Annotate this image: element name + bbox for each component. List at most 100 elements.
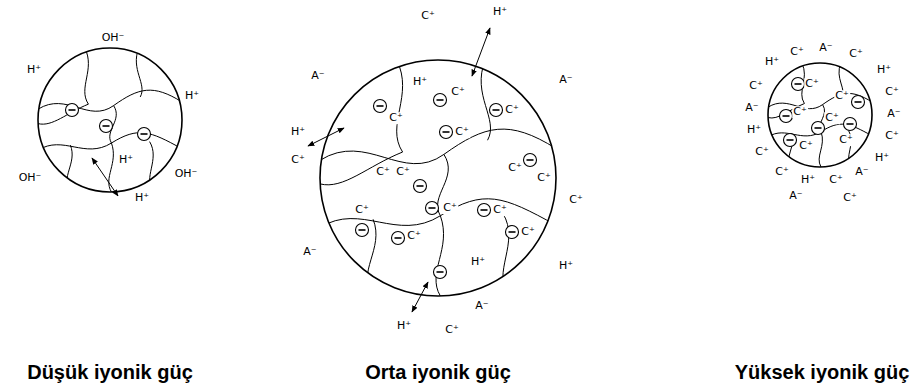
ion-label: C⁺ — [884, 86, 900, 98]
fixed-charge-symbol — [440, 126, 453, 139]
ion-label: C⁺ — [798, 140, 814, 152]
polymer-chain — [320, 129, 556, 164]
fixed-charge-symbol — [392, 232, 405, 245]
ionic-strength-caption: Yüksek iyonik güç — [735, 362, 910, 382]
ion-label: H⁺ — [746, 124, 762, 136]
ion-label: OH⁻ — [101, 32, 126, 44]
ion-label: C⁺ — [842, 192, 858, 204]
ion-label: H⁺ — [118, 154, 134, 166]
ion-label: H⁺ — [396, 320, 412, 332]
fixed-charge-symbol — [434, 266, 447, 279]
ion-label: C⁺ — [828, 174, 844, 186]
ion-label: H⁺ — [412, 76, 428, 88]
fixed-charge-symbol — [66, 104, 79, 117]
ionic-strength-caption: Düşük iyonik güç — [27, 362, 193, 382]
gel-particle: Orta iyonik güç — [320, 60, 556, 296]
particle-border — [320, 60, 556, 296]
fixed-charge-symbol — [490, 104, 503, 117]
ion-label: C⁺ — [507, 162, 523, 174]
ion-label: H⁺ — [764, 56, 780, 68]
ion-label: C⁺ — [520, 226, 536, 238]
ionic-strength-caption: Orta iyonik güç — [365, 362, 511, 382]
ion-label: C⁺ — [420, 10, 436, 22]
ion-label: C⁺ — [406, 230, 422, 242]
particle-outline — [38, 48, 182, 192]
ion-label: A⁻ — [310, 70, 325, 82]
ion-label: H⁺ — [290, 126, 306, 138]
ion-label: C⁺ — [444, 324, 460, 336]
ion-label: C⁺ — [848, 48, 864, 60]
polymer-chain — [320, 152, 403, 185]
gel-particle: Düşük iyonik güç — [38, 48, 182, 192]
ion-label: A⁻ — [302, 246, 317, 258]
ion-label: H⁺ — [800, 174, 816, 186]
ion-label: C⁺ — [774, 166, 790, 178]
polymer-chain — [150, 142, 154, 192]
ion-label: A⁻ — [788, 190, 803, 202]
ion-label: C⁺ — [884, 130, 900, 142]
ion-label: H⁺ — [874, 152, 890, 164]
ion-label: C⁺ — [838, 134, 854, 146]
ion-label: C⁺ — [492, 204, 508, 216]
ion-label: H⁺ — [184, 90, 200, 102]
polymer-chain — [85, 48, 89, 104]
ion-label: H⁺ — [26, 64, 42, 76]
ion-label: H⁺ — [492, 6, 508, 18]
ion-label: A⁻ — [818, 42, 833, 54]
ion-label: C⁺ — [804, 78, 820, 90]
fixed-charge-symbol — [100, 120, 113, 133]
fixed-charge-symbol — [784, 134, 797, 147]
particle-border — [768, 63, 872, 167]
ion-label: A⁻ — [744, 102, 759, 114]
polymer-chain — [397, 60, 403, 152]
ion-label: C⁺ — [388, 112, 404, 124]
fixed-charge-symbol — [374, 100, 387, 113]
particle-outline — [320, 60, 556, 296]
polymer-chain — [320, 199, 556, 228]
ion-label: H⁺ — [134, 192, 150, 204]
polymer-chain — [109, 143, 114, 192]
ion-label: H⁺ — [558, 260, 574, 272]
gel-particle: Yüksek iyonik güç — [768, 63, 872, 167]
fixed-charge-symbol — [356, 224, 369, 237]
ion-label: C⁺ — [442, 202, 458, 214]
particle-border — [38, 48, 182, 192]
fixed-charge-symbol — [524, 154, 537, 167]
fixed-charge-symbol — [506, 226, 519, 239]
ion-label: A⁻ — [886, 108, 901, 120]
ion-label: C⁺ — [748, 80, 764, 92]
ion-label: H⁺ — [876, 64, 892, 76]
ion-label: H⁺ — [470, 256, 486, 268]
ion-label: C⁺ — [834, 90, 850, 102]
polymer-chain — [768, 93, 872, 108]
ion-label: OH⁻ — [174, 168, 199, 180]
ion-label: C⁺ — [792, 106, 808, 118]
ion-label: C⁺ — [536, 172, 552, 184]
polymer-chain — [38, 104, 88, 124]
fixed-charge-symbol — [434, 94, 447, 107]
ion-label: C⁺ — [568, 194, 584, 206]
polymer-chain — [38, 90, 182, 111]
ion-label: C⁺ — [375, 166, 391, 178]
fixed-charge-symbol — [138, 128, 151, 141]
fixed-charge-symbol — [426, 202, 439, 215]
fixed-charge-symbol — [792, 78, 805, 91]
fixed-charge-symbol — [852, 96, 865, 109]
polymer-chain — [503, 213, 509, 296]
fixed-charge-symbol — [844, 118, 857, 131]
fixed-charge-symbol — [812, 122, 825, 135]
ion-label: C⁺ — [824, 112, 840, 124]
ion-label: A⁻ — [854, 166, 869, 178]
ion-label: C⁺ — [754, 146, 770, 158]
ion-label: C⁺ — [504, 104, 520, 116]
ion-label: C⁺ — [290, 154, 306, 166]
fixed-charge-symbol — [478, 204, 491, 217]
ion-label: C⁺ — [450, 86, 466, 98]
particle-outline — [768, 63, 872, 167]
ion-label: C⁺ — [789, 46, 805, 58]
fixed-charge-symbol — [414, 180, 427, 193]
polymer-chain — [436, 216, 444, 296]
polymer-chain — [67, 145, 72, 192]
ion-label: C⁺ — [354, 204, 370, 216]
